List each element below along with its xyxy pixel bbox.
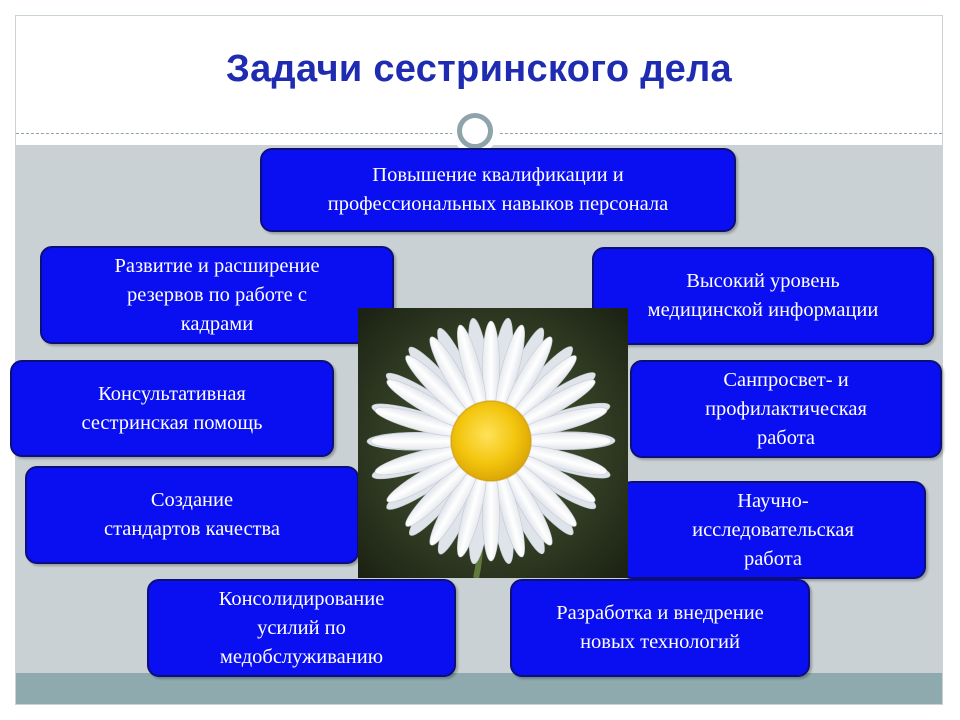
task-box-standards: Создание стандартов качества xyxy=(25,466,359,564)
task-box-technologies: Разработка и внедрение новых технологий xyxy=(510,579,810,677)
daisy-flower-icon xyxy=(358,308,628,578)
task-box-qualification: Повышение квалификации и профессиональны… xyxy=(260,148,736,232)
task-box-consolidation: Консолидирование усилий по медобслуживан… xyxy=(147,579,456,677)
bottom-band xyxy=(16,673,942,704)
task-box-consulting: Консультативная сестринская помощь xyxy=(10,360,334,457)
task-box-research: Научно- исследовательская работа xyxy=(620,481,926,579)
task-box-medical-info: Высокий уровень медицинской информации xyxy=(592,247,934,345)
daisy-photo xyxy=(358,308,628,578)
slide-title: Задачи сестринского дела xyxy=(226,48,732,90)
task-box-prevention: Санпросвет- и профилактическая работа xyxy=(630,360,942,458)
ring-ornament-icon xyxy=(452,108,498,154)
task-box-reserves: Развитие и расширение резервов по работе… xyxy=(40,246,394,344)
